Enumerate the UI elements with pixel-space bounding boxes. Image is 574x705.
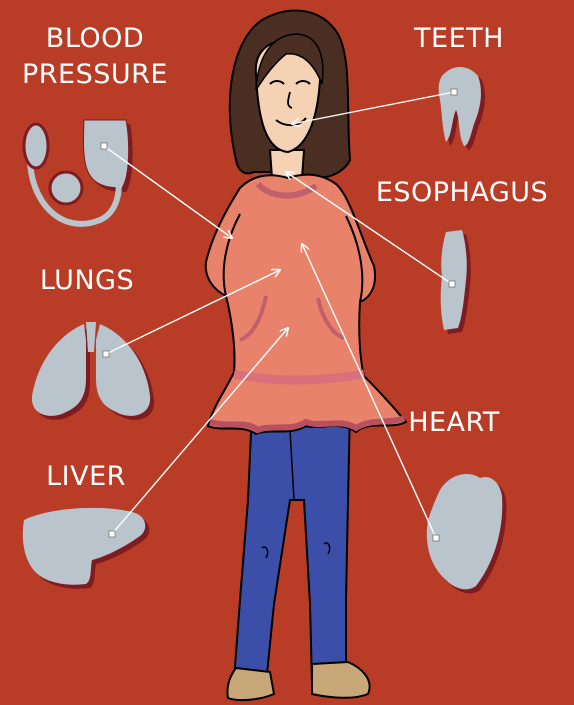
lungs-icon [32,322,154,420]
label-blood-pressure-line2: PRESSURE [12,58,178,91]
esophagus-icon [441,230,471,334]
label-teeth: TEETH [404,22,514,55]
shirt [206,175,406,434]
arrow-blood-pressure [104,146,232,238]
girl-illustration [206,11,406,701]
tooth-icon [439,67,485,150]
liver-icon [23,508,149,589]
label-liver: LIVER [36,460,136,493]
heart-icon [427,474,506,593]
shoe-right [312,662,370,698]
label-lungs: LUNGS [28,264,146,297]
label-blood-pressure-line1: BLOOD [20,22,170,55]
shoe-left [227,668,274,700]
blood-pressure-icon [24,120,133,224]
label-esophagus: ESOPHAGUS [362,176,562,209]
label-heart: HEART [398,406,510,439]
jeans [234,410,350,684]
